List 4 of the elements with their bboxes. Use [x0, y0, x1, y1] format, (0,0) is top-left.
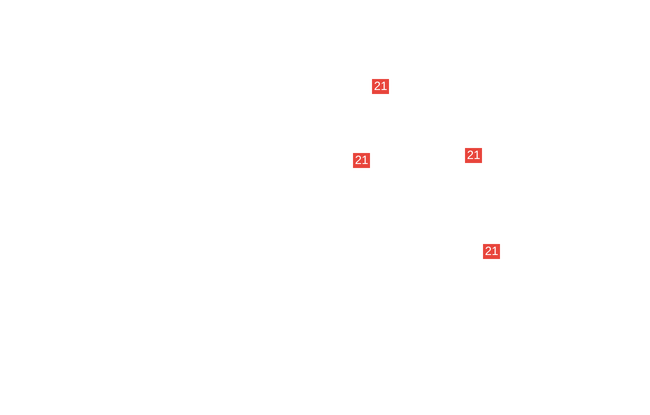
callout-number: 21 — [483, 244, 500, 259]
callout-number: 21 — [353, 153, 370, 168]
callout-number: 21 — [372, 79, 390, 94]
callout-number: 21 — [465, 148, 482, 163]
